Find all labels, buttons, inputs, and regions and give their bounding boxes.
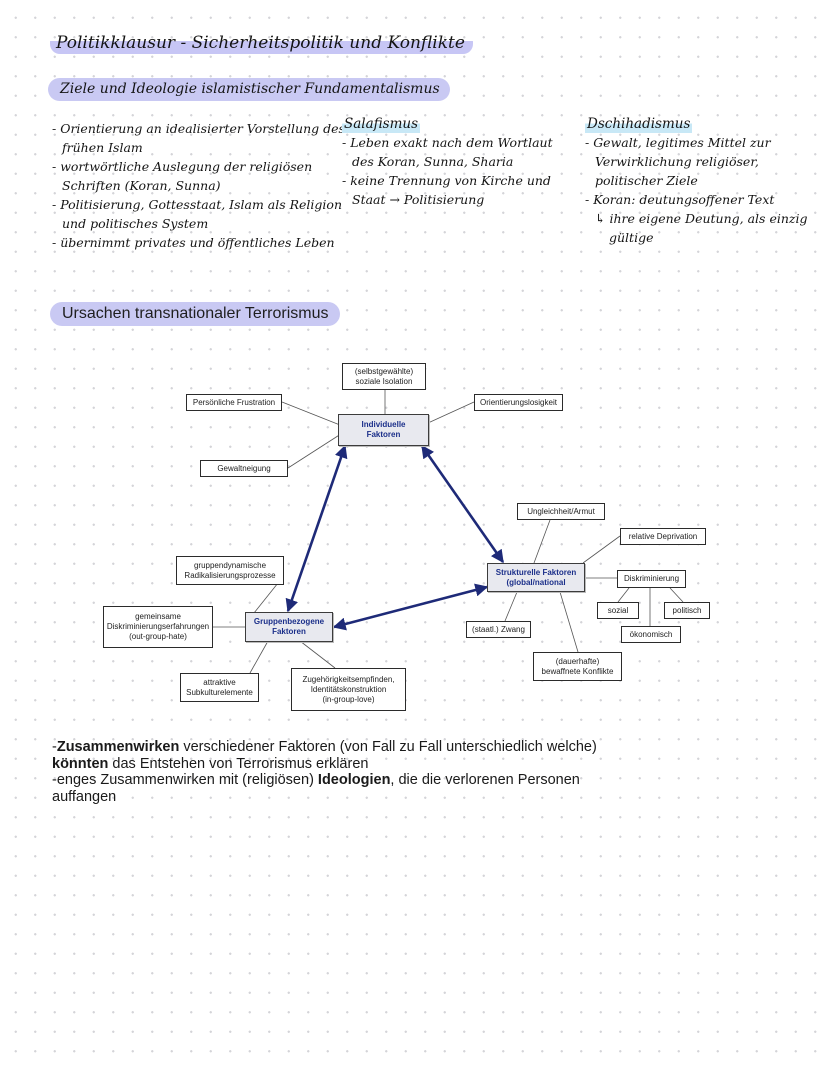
box-relative-deprivation: relative Deprivation bbox=[620, 528, 706, 545]
box-group-factors: Gruppenbezogene Faktoren bbox=[245, 612, 333, 642]
page-title: Politikklausur - Sicherheitspolitik und … bbox=[50, 32, 473, 54]
arrow-individual-group bbox=[285, 444, 348, 613]
box-structural-factors: Strukturelle Faktoren (global/national bbox=[487, 563, 585, 592]
notes-column-salafism: Salafismus - Leben exakt nach dem Wortla… bbox=[342, 114, 572, 209]
connector-line bbox=[281, 401, 341, 426]
note-item: - Gewalt, legitimes Mittel zur Verwirkli… bbox=[585, 135, 771, 188]
note-item: - Politisierung, Gottesstaat, Islam als … bbox=[52, 197, 343, 231]
box-social: sozial bbox=[597, 602, 639, 619]
connector-line bbox=[582, 535, 621, 564]
notes-column-jihadism: Dschihadismus - Gewalt, legitimes Mittel… bbox=[585, 114, 813, 247]
summary-line: -enges Zusammenwirken mit (religiösen) I… bbox=[52, 772, 692, 789]
note-item: - übernimmt privates und öffentliches Le… bbox=[52, 235, 335, 250]
note-item: - Leben exakt nach dem Wortlaut des Kora… bbox=[342, 135, 553, 169]
arrow-individual-structural bbox=[420, 444, 505, 564]
box-social-isolation: (selbstgewählte) soziale Isolation bbox=[342, 363, 426, 390]
connector-line bbox=[617, 587, 630, 603]
box-shared-discrimination: gemeinsame Diskriminierungserfahrungen (… bbox=[103, 606, 213, 648]
summary-line: könnten das Entstehen von Terrorismus er… bbox=[52, 756, 692, 773]
summary-bold: Zusammenwirken bbox=[56, 739, 180, 755]
column-heading-jihadism: Dschihadismus bbox=[585, 116, 693, 133]
column-heading-salafism: Salafismus bbox=[342, 116, 421, 133]
note-item: - wortwörtliche Auslegung der religiösen… bbox=[52, 159, 313, 193]
box-subculture: attraktive Subkulturelemente bbox=[180, 673, 259, 702]
box-political: politisch bbox=[664, 602, 710, 619]
box-state-coercion: (staatl.) Zwang bbox=[466, 621, 531, 638]
summary-text: , die die verlorenen Personen bbox=[390, 772, 580, 788]
box-discrimination: Diskriminierung bbox=[617, 570, 686, 588]
connector-line bbox=[504, 591, 518, 622]
summary-text: -enges Zusammenwirken mit (religiösen) bbox=[52, 772, 318, 788]
connector-line bbox=[559, 591, 579, 653]
box-personal-frustration: Persönliche Frustration bbox=[186, 394, 282, 411]
summary-text: das Entstehen von Terrorismus erklären bbox=[108, 755, 369, 772]
connector-line bbox=[249, 640, 269, 674]
connector-line bbox=[669, 587, 684, 603]
note-subitem: ↳ ihre eigene Deutung, als einzig gültig… bbox=[595, 211, 808, 245]
box-group-dynamics: gruppendynamische Radikalisierungsprozes… bbox=[176, 556, 284, 585]
note-item: - Orientierung an idealisierter Vorstell… bbox=[52, 121, 345, 155]
section-heading-ideology: Ziele und Ideologie islamistischer Funda… bbox=[48, 78, 450, 101]
connector-line bbox=[287, 431, 345, 469]
box-violence-tendency: Gewaltneigung bbox=[200, 460, 288, 477]
note-item: - Koran: deutungsoffener Text bbox=[585, 192, 775, 207]
summary-text: verschiedener Faktoren (von Fall zu Fall… bbox=[179, 739, 597, 755]
summary-bold: könnten bbox=[52, 755, 109, 772]
box-individual-factors: Individuelle Faktoren bbox=[338, 414, 429, 446]
summary-paragraph: -Zusammenwirken verschiedener Faktoren (… bbox=[52, 739, 692, 805]
notes-column-fundamentalism: - Orientierung an idealisierter Vorstell… bbox=[52, 119, 352, 252]
connector-line bbox=[299, 640, 336, 669]
note-item: - keine Trennung von Kirche und Staat → … bbox=[342, 173, 551, 207]
section-heading-terrorism-causes: Ursachen transnationaler Terrorismus bbox=[50, 302, 341, 326]
connector-line bbox=[427, 401, 475, 424]
box-disorientation: Orientierungslosigkeit bbox=[474, 394, 563, 411]
box-economic: ökonomisch bbox=[621, 626, 681, 643]
summary-line: -Zusammenwirken verschiedener Faktoren (… bbox=[52, 739, 597, 755]
summary-line: auffangen bbox=[52, 788, 117, 805]
connector-line bbox=[533, 519, 551, 564]
summary-bold: Ideologien bbox=[317, 772, 391, 788]
box-belonging-identity: Zugehörigkeitsempfinden, Identitätskonst… bbox=[291, 668, 406, 711]
arrow-structural-group bbox=[332, 583, 489, 631]
box-armed-conflicts: (dauerhafte) bewaffnete Konflikte bbox=[533, 652, 622, 681]
box-inequality-poverty: Ungleichheit/Armut bbox=[517, 503, 605, 520]
